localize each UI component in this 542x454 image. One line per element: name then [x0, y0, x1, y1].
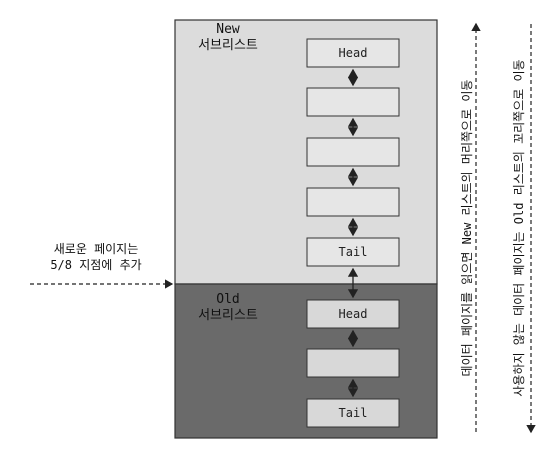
- new-node-head-label: Head: [338, 46, 368, 60]
- new-node-3: [306, 137, 400, 167]
- old-sublist-label: Old 서브리스트: [183, 292, 273, 324]
- insert-note-line1: 새로운 페이지는: [53, 242, 139, 256]
- old-label-line2: 서브리스트: [198, 308, 258, 323]
- old-label-line1: Old: [216, 292, 240, 307]
- old-node-2: [306, 348, 400, 378]
- new-sublist-label: New 서브리스트: [183, 22, 273, 54]
- new-node-head: [306, 38, 400, 68]
- new-node-4: [306, 187, 400, 217]
- move-to-old-tail-text: 사용하지 않는 데이터 페이지는 Old 리스트의 꼬리쪽으로 이동: [512, 59, 526, 397]
- move-to-new-head-text: 데이터 페이지를 읽으면 New 리스트의 머리쪽으로 이동: [460, 79, 474, 377]
- new-node-tail: [306, 237, 400, 267]
- old-node-head-label: Head: [338, 307, 368, 321]
- new-node-tail-label: Tail: [338, 245, 368, 259]
- insert-note-line2: 5/8 지점에 추가: [50, 258, 142, 272]
- new-label-line1: New: [216, 22, 240, 37]
- old-node-tail-label: Tail: [338, 406, 368, 420]
- new-node-2: [306, 87, 400, 117]
- new-label-line2: 서브리스트: [198, 38, 258, 53]
- old-node-head: [306, 299, 400, 329]
- insert-note: 새로운 페이지는 5/8 지점에 추가: [28, 241, 164, 273]
- old-node-tail: [306, 398, 400, 428]
